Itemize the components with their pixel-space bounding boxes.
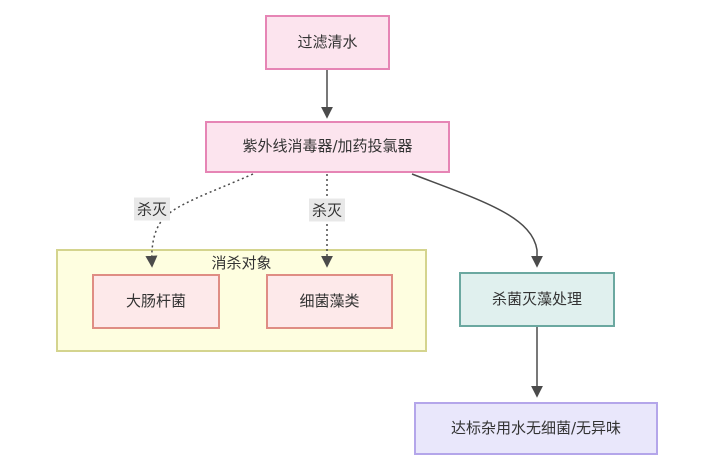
- edge-label-kill-mid: 杀灭: [308, 198, 346, 222]
- edge-label-kill-left: 杀灭: [133, 197, 171, 221]
- group-disinfection-targets: 消杀对象 大肠杆菌 细菌藻类: [56, 249, 427, 352]
- node-result-water: 达标杂用水无细菌/无异味: [414, 402, 658, 455]
- group-title: 消杀对象: [211, 254, 272, 272]
- node-filter-water: 过滤清水: [265, 15, 390, 70]
- node-sterilization: 杀菌灭藻处理: [459, 272, 615, 327]
- node-ecoli: 大肠杆菌: [92, 274, 220, 329]
- edge-uv-to-sterilization: [411, 173, 543, 268]
- node-bacteria-algae: 细菌藻类: [266, 274, 393, 329]
- node-uv-chlorine: 紫外线消毒器/加药投氯器: [205, 121, 450, 173]
